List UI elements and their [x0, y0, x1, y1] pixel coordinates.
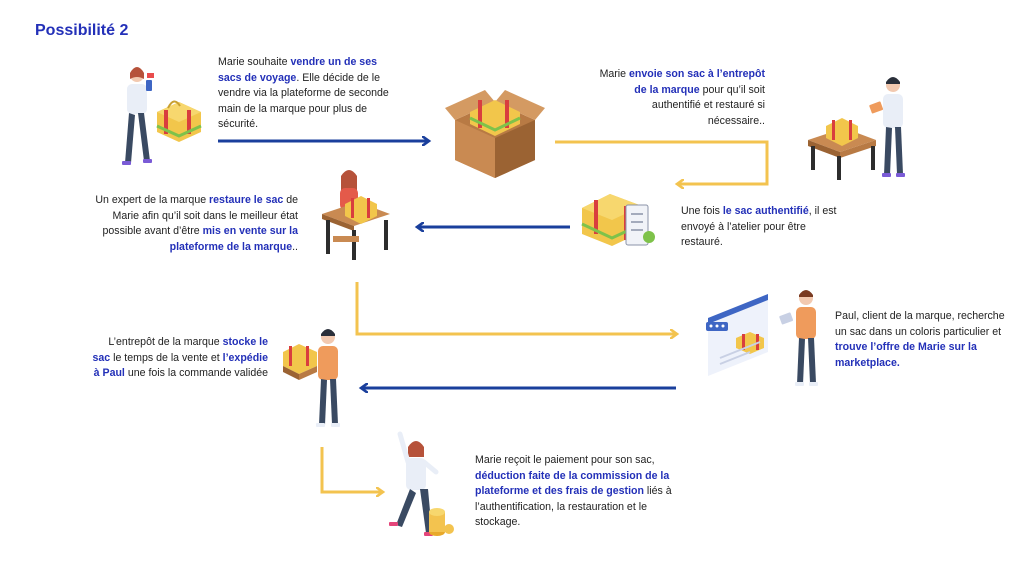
step7-text: Marie reçoit le paiement pour son sac, d…: [475, 454, 672, 528]
woman-workbench-icon: [322, 170, 390, 260]
bag-icon: [156, 100, 202, 142]
person-man-tablet-icon: [869, 77, 905, 177]
step6-text: L’entrepôt de la marque stocke le sac le…: [92, 336, 268, 379]
woman-coins-icon: [389, 431, 454, 536]
arrow-step2-to-step3: [555, 140, 769, 184]
person-woman-phone-icon: [122, 67, 154, 165]
man-bag-icon: [283, 329, 340, 427]
person-paul-icon: [779, 290, 818, 386]
marketplace-screen-icon: [706, 294, 768, 376]
step4-text: Un expert de la marque restaure le sac d…: [95, 194, 298, 253]
bag-on-table-icon: [808, 118, 876, 180]
page-title: Possibilité 2: [35, 22, 129, 39]
step5-text: Paul, client de la marque, recherche un …: [835, 310, 1005, 369]
arrow-step6-to-step7: [320, 447, 382, 492]
step3-text: Une fois le sac authentifié, il est envo…: [681, 205, 837, 248]
step1-text: Marie souhaite vendre un de ses sacs de …: [218, 56, 389, 130]
arrow-step4-to-step5: [355, 282, 676, 334]
step2-text: Marie envoie son sac à l’entrepôt de la …: [599, 68, 765, 127]
bag-checklist-icon: [581, 194, 655, 246]
open-box-icon: [445, 90, 545, 178]
